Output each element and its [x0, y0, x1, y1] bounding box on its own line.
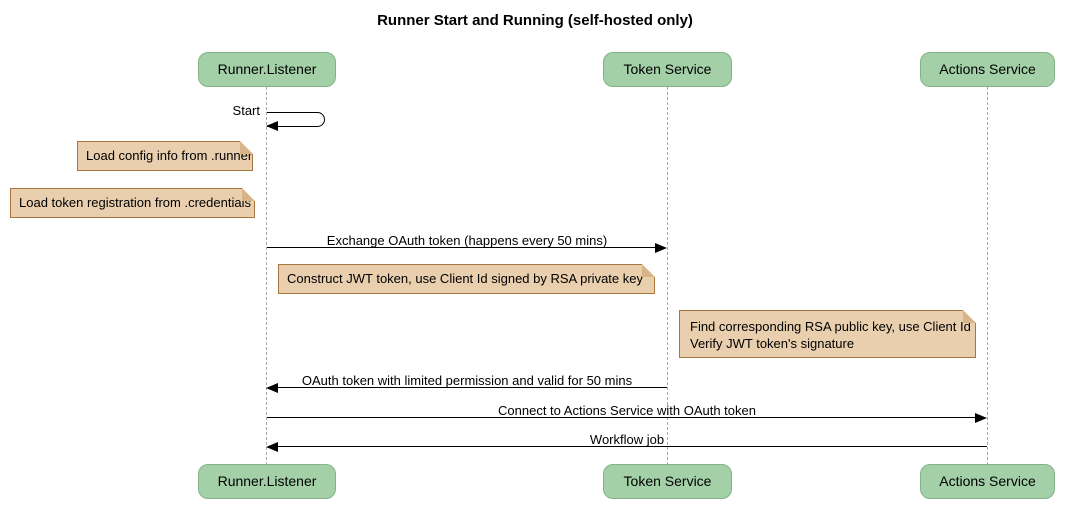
- note-fold-icon: [240, 141, 253, 154]
- note-fold-icon: [242, 188, 255, 201]
- arrowhead-left-icon: [266, 121, 278, 131]
- participant-bottom-runner-listener: Runner.Listener: [198, 464, 336, 499]
- arrowhead-left-icon: [266, 442, 278, 452]
- lifeline-token-service: [667, 87, 668, 465]
- participant-top-token-service: Token Service: [603, 52, 732, 87]
- message-workflow-job-label: Workflow job: [589, 432, 665, 447]
- participant-bottom-token-service: Token Service: [603, 464, 732, 499]
- message-exchange-oauth-line: [267, 247, 657, 248]
- note-text: Construct JWT token, use Client Id signe…: [287, 271, 643, 286]
- participant-top-runner-listener: Runner.Listener: [198, 52, 336, 87]
- participant-top-actions-service: Actions Service: [920, 52, 1055, 87]
- message-oauth-token-line: [277, 387, 667, 388]
- lifeline-actions-service: [987, 87, 988, 465]
- arrowhead-left-icon: [266, 383, 278, 393]
- note-load-token-registration: Load token registration from .credential…: [10, 188, 255, 218]
- note-load-config: Load config info from .runner: [77, 141, 253, 171]
- participant-bottom-actions-service: Actions Service: [920, 464, 1055, 499]
- note-text: Load token registration from .credential…: [19, 195, 251, 210]
- lifeline-runner-listener: [266, 87, 267, 465]
- message-connect-actions-line: [267, 417, 975, 418]
- message-exchange-oauth-label: Exchange OAuth token (happens every 50 m…: [326, 233, 608, 248]
- message-start-label: Start: [232, 103, 260, 118]
- note-fold-icon: [963, 310, 976, 323]
- message-workflow-job-line: [277, 446, 987, 447]
- arrowhead-right-icon: [975, 413, 987, 423]
- diagram-title: Runner Start and Running (self-hosted on…: [377, 12, 693, 29]
- message-start-self-loop: [267, 112, 325, 127]
- note-fold-icon: [642, 264, 655, 277]
- note-verify-jwt: Find corresponding RSA public key, use C…: [679, 310, 976, 358]
- message-oauth-token-label: OAuth token with limited permission and …: [301, 373, 633, 388]
- note-text: Load config info from .runner: [86, 148, 253, 163]
- message-connect-actions-label: Connect to Actions Service with OAuth to…: [498, 403, 756, 418]
- note-text-line-1: Find corresponding RSA public key, use C…: [690, 319, 971, 334]
- arrowhead-right-icon: [655, 243, 667, 253]
- note-construct-jwt: Construct JWT token, use Client Id signe…: [278, 264, 655, 294]
- note-text-line-2: Verify JWT token's signature: [690, 336, 855, 351]
